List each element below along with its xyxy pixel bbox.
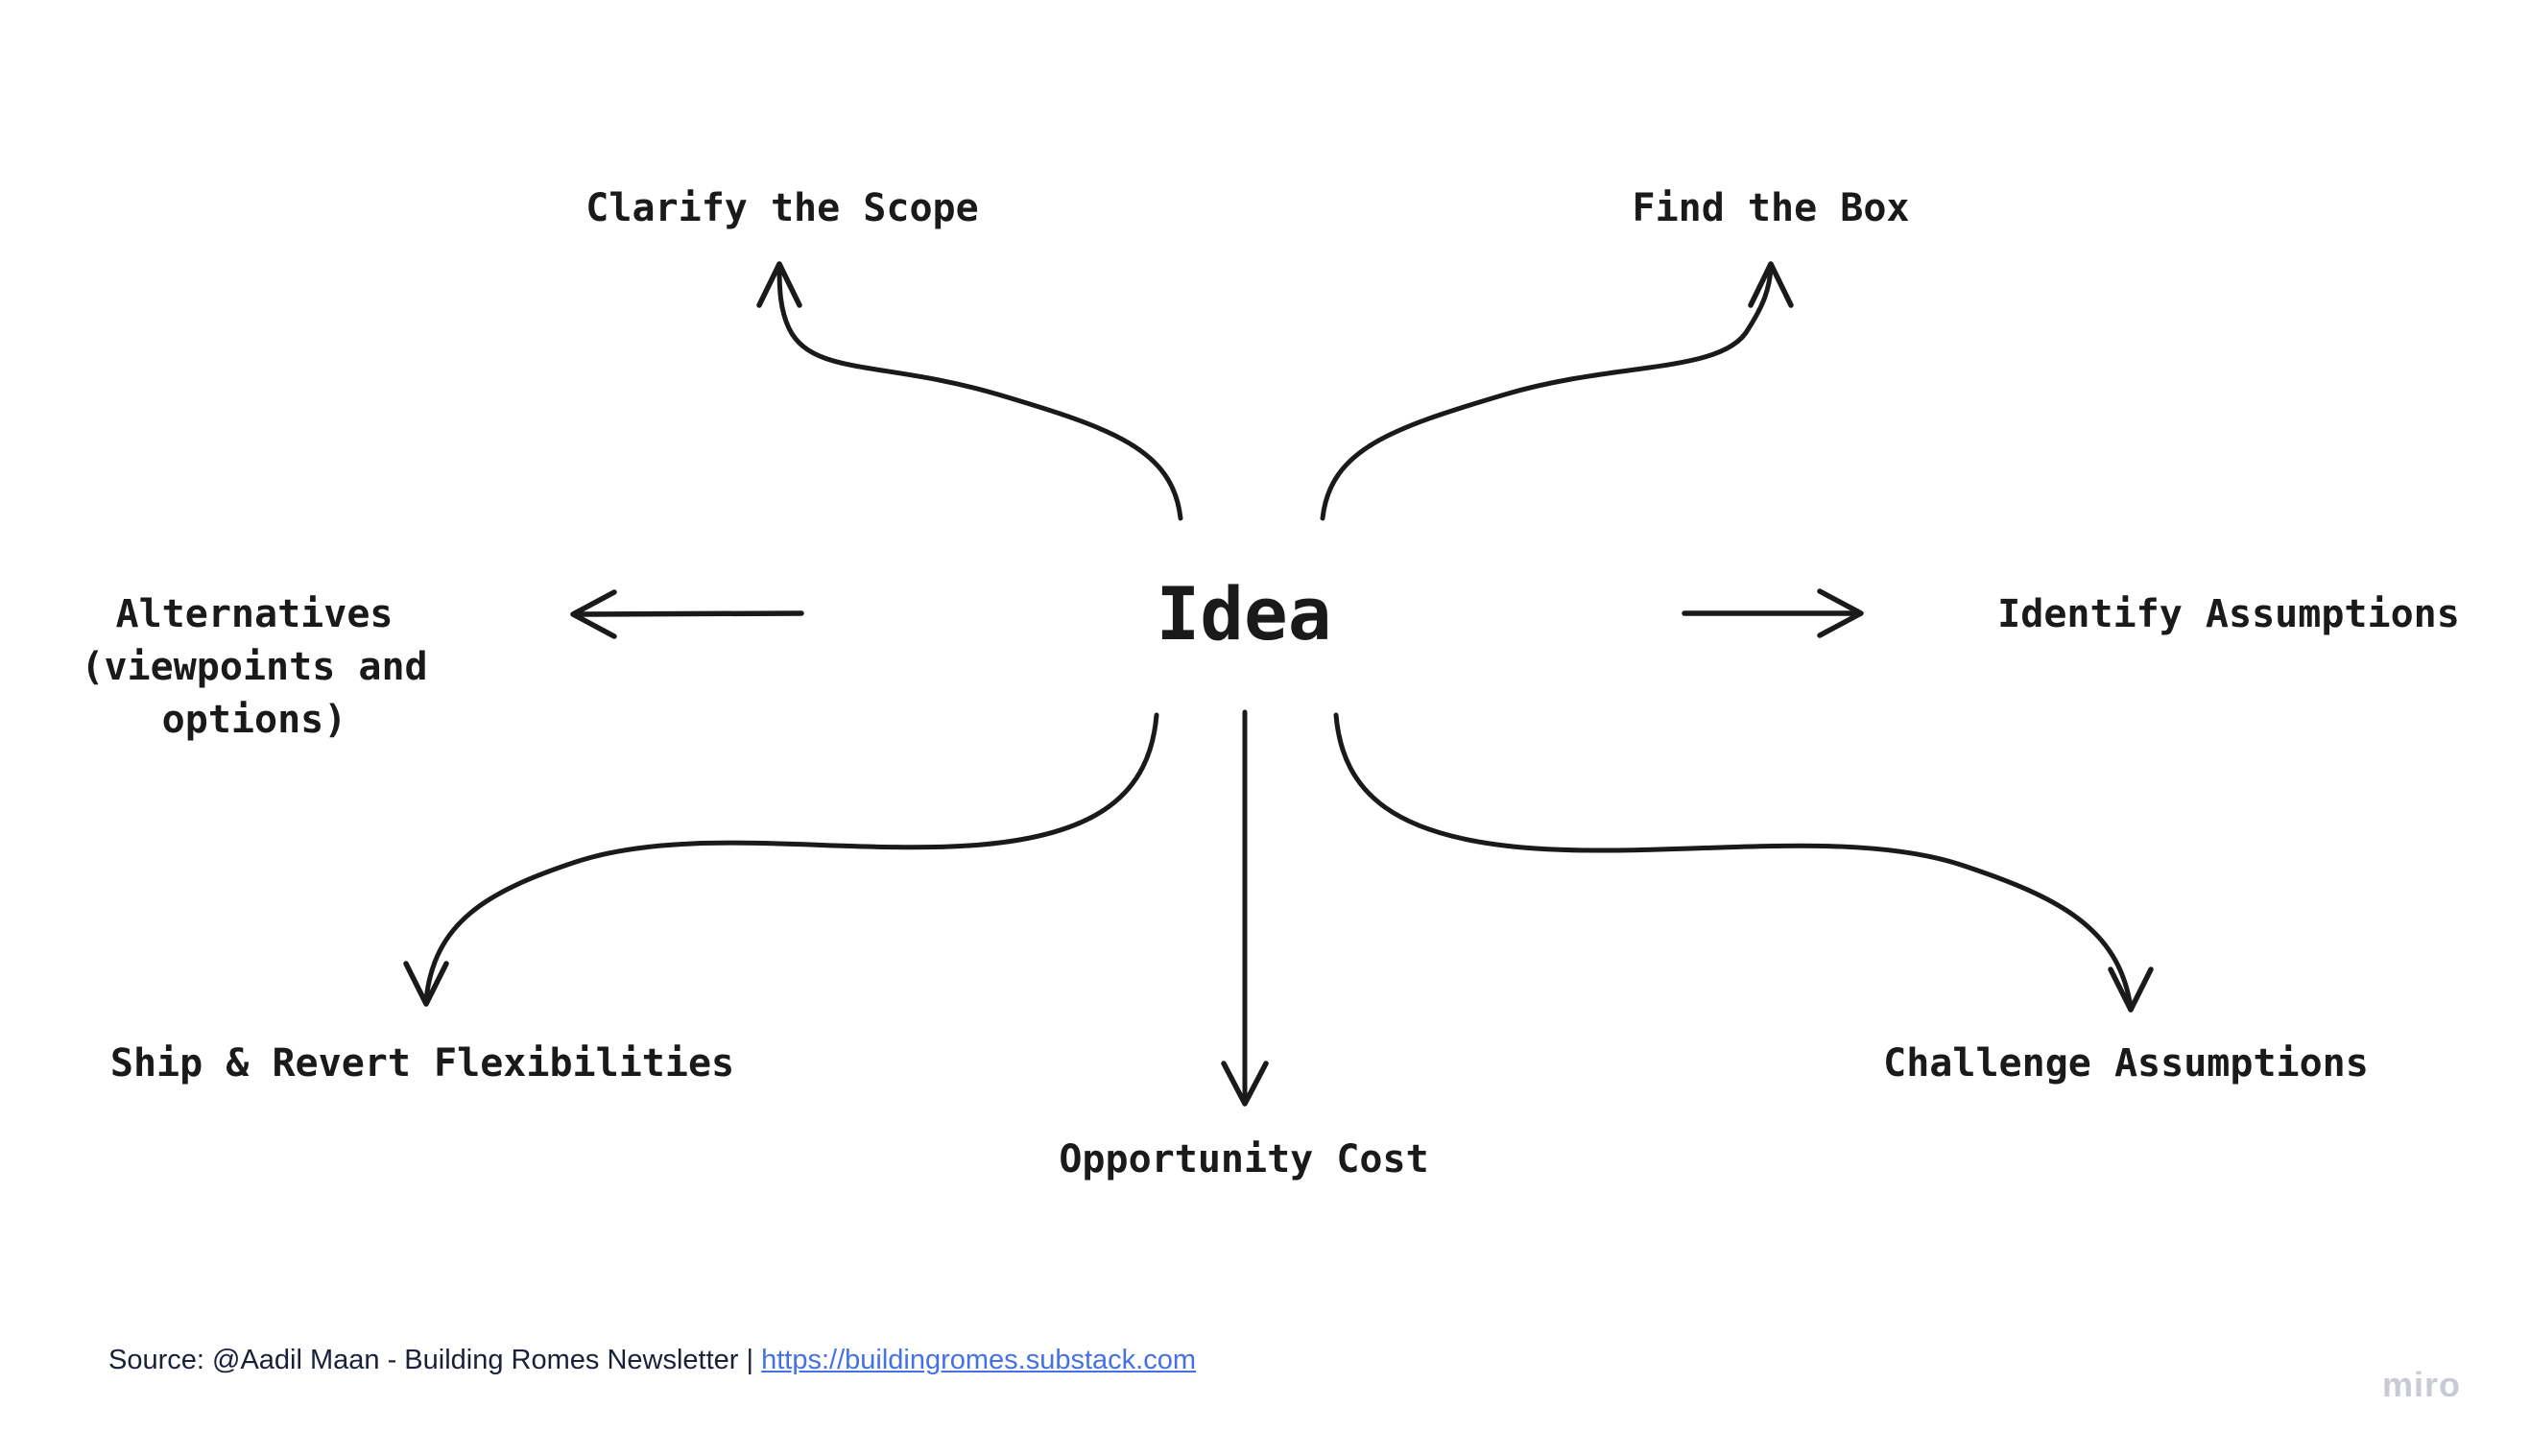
curve-arrow-challenge-assumptions bbox=[1333, 712, 2134, 1011]
node-ship-revert: Ship & Revert Flexibilities bbox=[109, 1041, 735, 1086]
miro-watermark-logo: miro bbox=[2382, 1365, 2462, 1404]
arrowhead-identify-assumptions bbox=[1817, 588, 1864, 638]
curve-arrow-find-box bbox=[1320, 264, 1774, 521]
arrowhead-find-box bbox=[1748, 261, 1794, 308]
node-identify-assumptions: Identify Assumptions bbox=[1997, 592, 2460, 636]
curve-arrow-ship-revert bbox=[423, 712, 1159, 1003]
source-text: Source: @Aadil Maan - Building Romes New… bbox=[108, 1345, 762, 1375]
source-link[interactable]: https://buildingromes.substack.com bbox=[761, 1345, 1197, 1375]
arrowhead-challenge-assumptions bbox=[2108, 967, 2154, 1013]
node-find-box: Find the Box bbox=[1632, 186, 1910, 230]
curve-arrow-clarify-scope bbox=[776, 264, 1183, 521]
arrowhead-clarify-scope bbox=[756, 261, 802, 308]
node-idea: Idea bbox=[1156, 571, 1332, 656]
node-clarify-scope: Clarify the Scope bbox=[585, 186, 979, 230]
node-alternatives: Alternatives (viewpoints and options) bbox=[81, 592, 428, 742]
line-arrow-alternatives bbox=[575, 610, 804, 617]
source-attribution: Source: @Aadil Maan - Building Romes New… bbox=[108, 1342, 1196, 1378]
node-opportunity-cost: Opportunity Cost bbox=[1059, 1137, 1429, 1182]
arrowhead-ship-revert bbox=[403, 961, 449, 1007]
arrowhead-alternatives bbox=[570, 589, 617, 639]
node-challenge-assumptions: Challenge Assumptions bbox=[1883, 1041, 2369, 1086]
arrowhead-opportunity-cost bbox=[1221, 1061, 1269, 1107]
